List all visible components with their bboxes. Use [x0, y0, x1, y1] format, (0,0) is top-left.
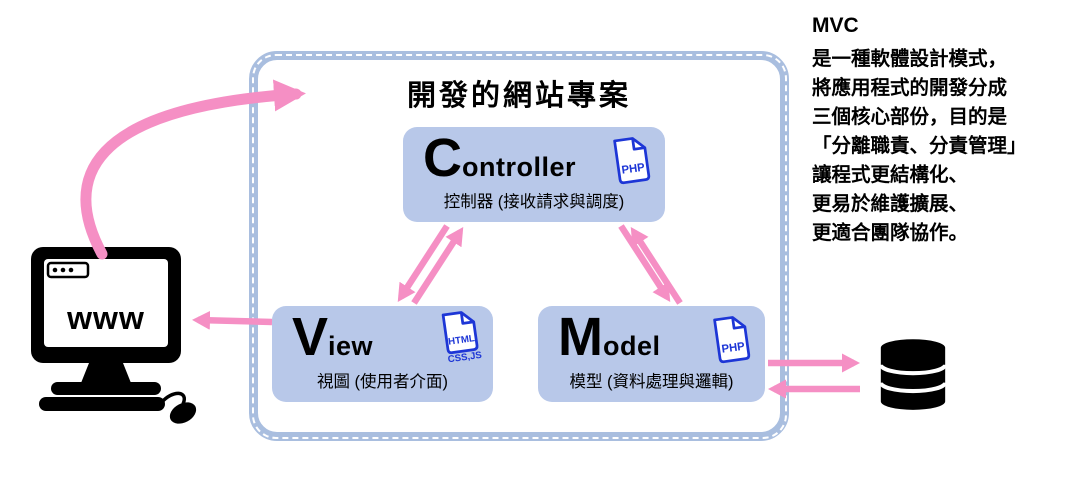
php-file-icon: PHP [713, 316, 751, 364]
php-icon-label: PHP [621, 162, 646, 177]
css-js-icon-label: CSS,JS [447, 350, 483, 365]
stand-base [51, 382, 161, 395]
mouse-icon [169, 402, 197, 424]
controller-initial: C [423, 128, 462, 188]
mouse-cord [159, 391, 187, 405]
php-icon-label: PHP [721, 341, 746, 356]
mvc-description-line: 是一種軟體設計模式， [812, 48, 1008, 70]
model-subtitle: 模型 (資料處理與邏輯) [569, 373, 734, 391]
mvc-description: MVC 是一種軟體設計模式， 將應用程式的開發分成 三個核心部份，目的是 「分離… [812, 14, 1068, 248]
controller-subtitle: 控制器 (接收請求與調度) [443, 193, 625, 211]
php-doc-shape [613, 137, 651, 185]
mvc-description-line: 更易於維護擴展、 [812, 193, 969, 215]
php-doc-shape [713, 316, 751, 364]
mvc-description-line: 讓程式更結構化、 [812, 164, 969, 186]
mvc-description-title: MVC [812, 14, 859, 37]
keyboard [39, 397, 165, 411]
view-subtitle: 視圖 (使用者介面) [316, 373, 449, 391]
database-icon [878, 339, 948, 410]
mvc-description-line: 更適合團隊協作。 [812, 222, 969, 244]
browser-bar [46, 261, 90, 279]
html-doc-fold [459, 312, 474, 325]
mvc-description-line: 將應用程式的開發分成 [812, 77, 1008, 99]
browser-dot [68, 267, 74, 273]
php-file-icon: PHP [613, 137, 651, 185]
controller-title-rest: ontroller [462, 152, 577, 182]
mvc-description-line: 「分離職責、分責管理」 [812, 135, 1027, 157]
php-doc-fold [631, 138, 646, 151]
project-title: 開發的網站專案 [406, 80, 631, 112]
php-doc-fold [731, 317, 746, 330]
view-initial: V [292, 307, 329, 367]
model-initial: M [558, 307, 603, 367]
html-css-js-file-icon: HTML CSS,JS [441, 311, 483, 365]
www-label: www [66, 300, 145, 336]
mvc-description-line: 三個核心部份，目的是 [812, 106, 1008, 128]
html-icon-label: HTML [448, 333, 476, 348]
browser-dot [60, 267, 66, 273]
monitor-screen [44, 259, 168, 347]
model-title-rest: odel [602, 331, 661, 361]
database-separator [878, 364, 948, 376]
database-separator [878, 382, 948, 394]
monitor-stand [81, 363, 131, 383]
browser-dot [52, 267, 58, 273]
view-title-rest: iew [328, 331, 374, 361]
computer-icon: www [31, 247, 197, 424]
